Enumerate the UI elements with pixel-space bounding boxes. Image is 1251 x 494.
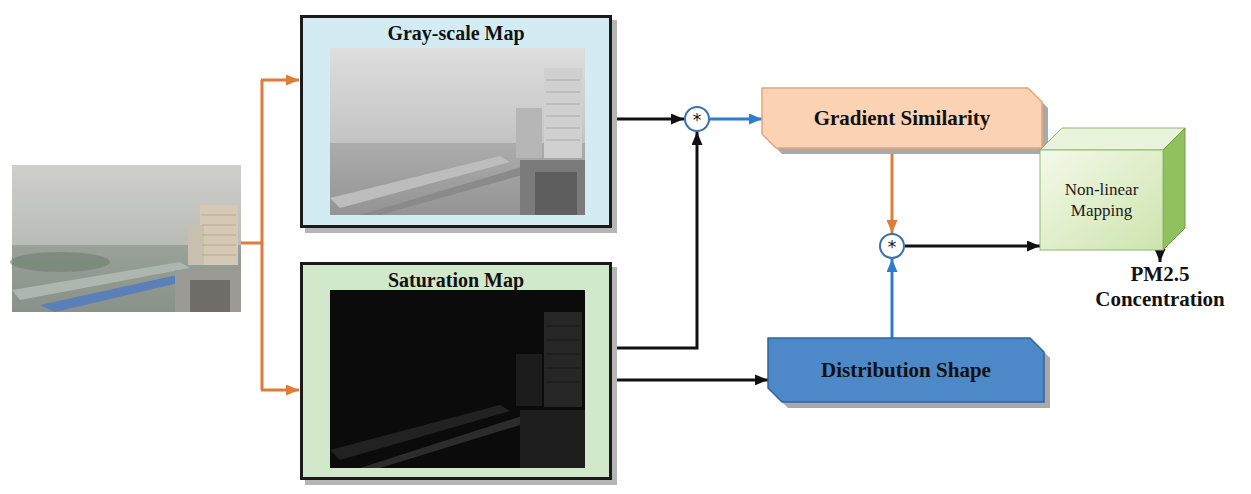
flow-arrow [891,259,894,338]
node-label: Gray-scale Map [303,18,609,45]
node-label: * [693,112,702,129]
map-box: Gray-scale Map [300,15,612,228]
process-box: Gradient Similarity [762,88,1042,148]
flow-arrow [612,378,768,381]
flow-arrow [1159,250,1162,262]
flow-arrow [710,118,762,121]
input-photo [10,165,241,312]
flow-arrow [891,148,894,233]
operator-circle: * [684,106,710,132]
split-arrow [241,80,299,390]
node-label: Distribution Shape [821,358,991,382]
node-label: Saturation Map [303,265,609,292]
flow-arrow [612,132,697,348]
saturation-image [330,290,585,468]
output-label: PM2.5 Concentration [1085,262,1235,316]
cube-face: Non-linear Mapping [1040,150,1163,250]
node-label: * [888,239,897,256]
flow-arrow [612,118,684,121]
process-box: Distribution Shape [768,338,1044,402]
map-box: Saturation Map [300,262,612,480]
flow-arrow [905,245,1040,248]
grayscale-image [330,48,585,215]
node-label: Non-linear Mapping [1040,179,1163,221]
mapping-cube: Non-linear Mapping [1040,128,1185,250]
operator-circle: * [879,233,905,259]
node-label: Gradient Similarity [814,106,991,130]
node-label: PM2.5 Concentration [1085,262,1235,312]
